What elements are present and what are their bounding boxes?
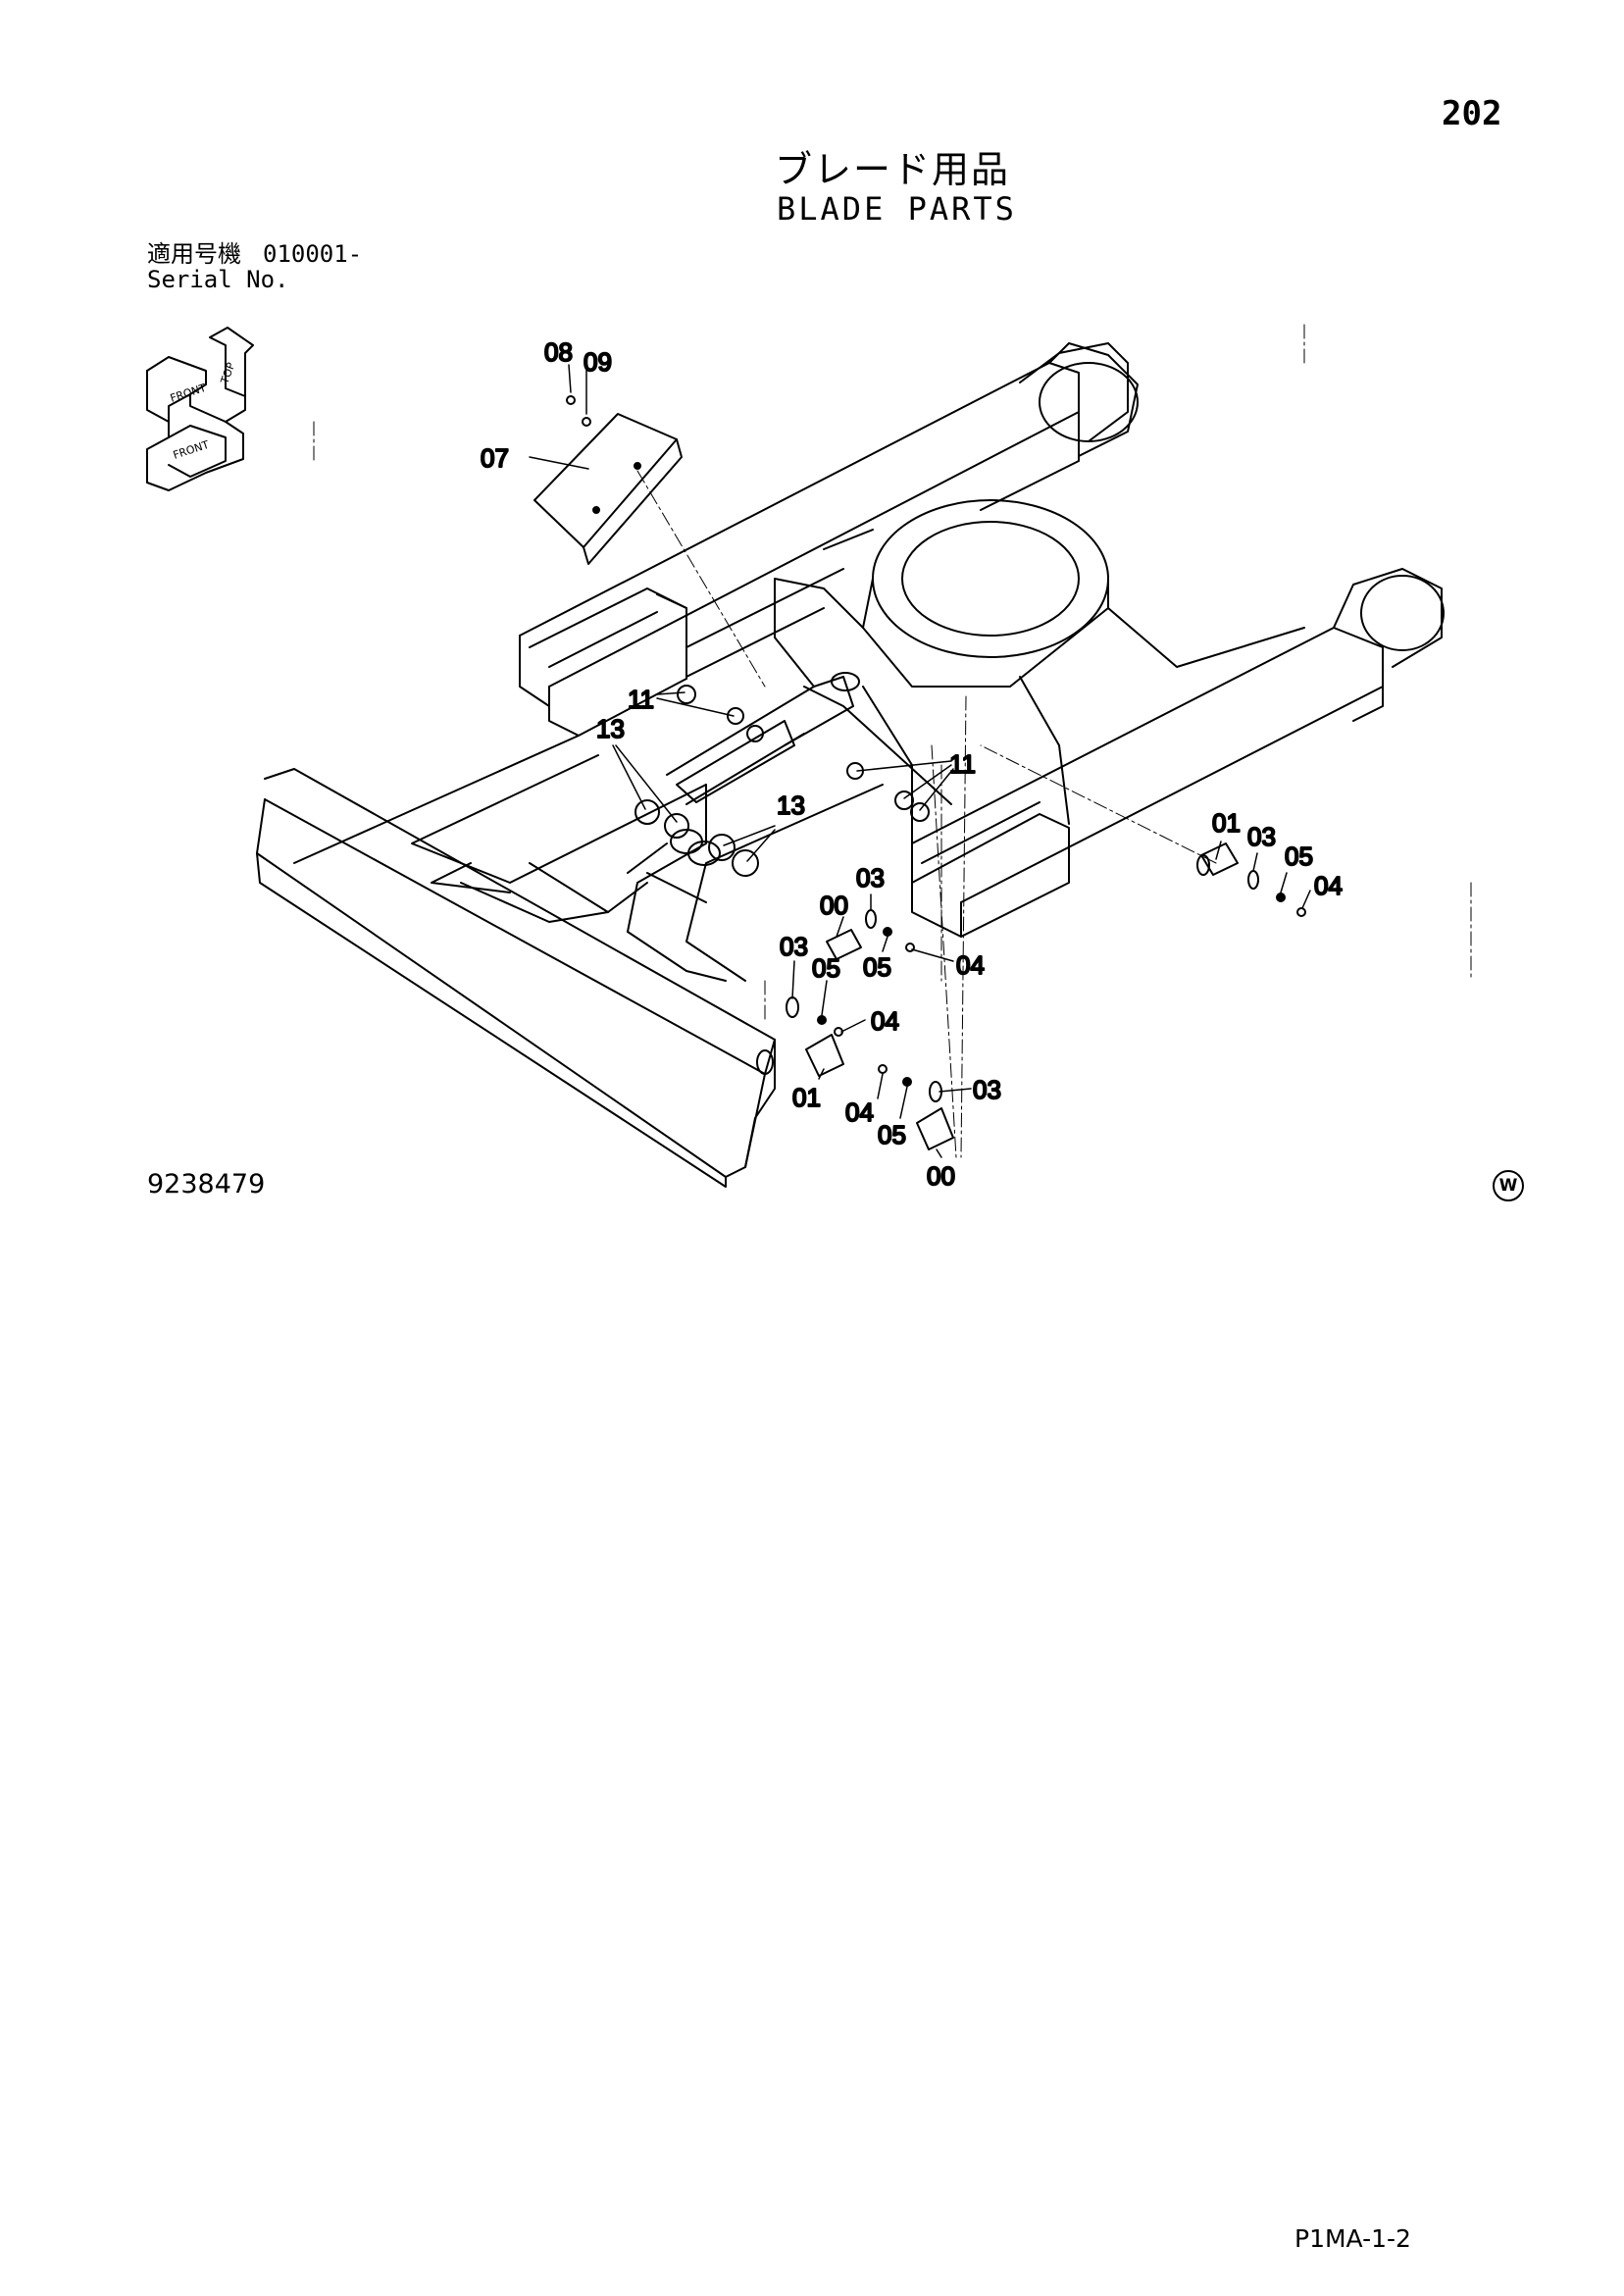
callout-04-lower-left: 04 [871,1006,899,1036]
serial-number-block: 適用号機 010001- Serial No. [147,241,362,292]
drawing-number: 9238479 [147,1169,266,1199]
serial-label-english: Serial No. [147,266,289,293]
page-title-japanese: ブレード用品 [775,148,1011,191]
callout-08: 08 [544,337,573,367]
page-code: P1MA-1-2 [1294,2224,1411,2253]
callout-04-middle: 04 [956,950,985,980]
callout-leader-lines [529,364,1311,1158]
callout-04-right: 04 [1314,871,1343,900]
center-lines [313,323,1472,1158]
front-direction-arrows-icon: FRONT FRONT TOP [146,327,254,491]
page-number: 202 [1442,94,1502,133]
orientation-label-front-1: FRONT [169,382,208,405]
callout-03-middle: 03 [856,863,885,893]
callout-01-lower: 01 [792,1083,821,1112]
track-frame-drawing [256,342,1445,1188]
page-title-english: BLADE PARTS [777,190,1017,228]
callout-00-lower: 00 [927,1161,955,1191]
cover-plate-07 [533,413,683,565]
callout-05-lower: 05 [878,1120,906,1149]
callout-labels: 08 09 07 11 13 11 13 01 03 05 04 00 03 0… [480,336,1344,1192]
callout-00-middle: 00 [820,891,848,920]
callout-13-left: 13 [596,714,625,743]
callout-11-left: 11 [628,685,654,714]
callout-01-right: 01 [1212,808,1241,838]
callout-05-right: 05 [1285,842,1313,871]
callout-04-lower: 04 [845,1097,874,1127]
callout-03-lower-left: 03 [780,932,808,961]
callout-05-lower-left: 05 [812,953,840,983]
orientation-label-front-2: FRONT [172,438,211,462]
pins-and-fasteners [634,685,1306,1150]
callout-09: 09 [584,347,612,377]
orientation-label-top: TOP [218,361,237,386]
w-mark-icon: W [1493,1170,1524,1201]
callout-03-lower: 03 [973,1075,1001,1104]
serial-value: 010001- [263,240,363,268]
bolt-08-washer-09 [566,395,591,427]
callout-13-right: 13 [777,791,805,820]
callout-11-right: 11 [949,749,976,779]
callout-03-right: 03 [1247,822,1276,851]
callout-05-middle: 05 [863,952,891,982]
callout-07: 07 [481,443,509,473]
blade-parts-exploded-diagram: FRONT FRONT TOP [146,323,1472,1192]
serial-label-japanese: 適用号機 [147,240,241,268]
